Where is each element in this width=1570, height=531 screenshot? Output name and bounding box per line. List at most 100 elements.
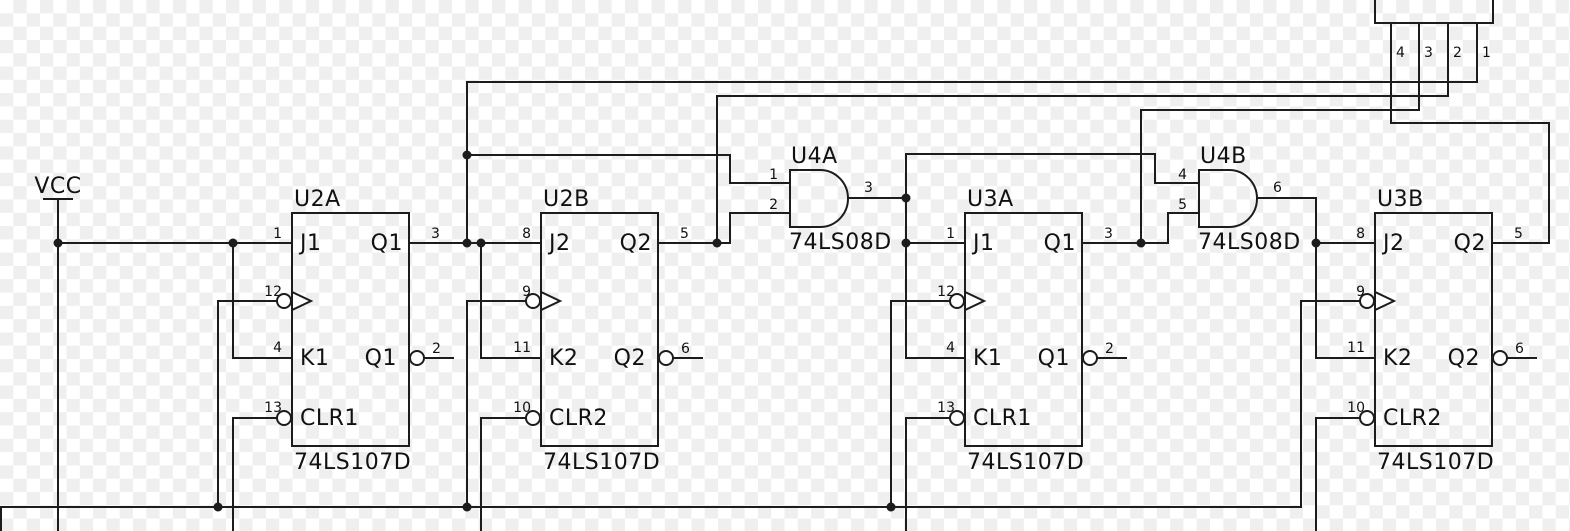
junction-dot (53, 238, 63, 248)
pin-number-q: 3 (431, 226, 440, 242)
vcc-label: VCC (34, 174, 81, 199)
refdes-label: U4A (791, 144, 838, 169)
flipflop-body-u3b (1374, 212, 1493, 447)
junction-dot (901, 238, 911, 248)
junction-dot (213, 502, 223, 512)
junction-dot (1136, 238, 1146, 248)
flipflop-u2b: U2B 74LS107D J2 Q2 K2 Q2 CLR2 8 9 11 10 … (513, 187, 690, 475)
wire-q1-u2a-to-connector-pin1 (466, 22, 1478, 244)
part-label: 74LS08D (1198, 230, 1301, 255)
part-label: 74LS08D (789, 230, 892, 255)
qbar-bubble-icon (1082, 350, 1098, 366)
pin-number-j: 8 (522, 226, 531, 242)
wire-u2a-clr (232, 417, 278, 531)
clock-edge-icon (964, 290, 987, 312)
pin-label-k: K1 (973, 346, 1002, 371)
part-label: 74LS107D (294, 450, 411, 475)
pin-label-qbar: Q2 (1448, 346, 1480, 371)
junction-dot (712, 238, 722, 248)
clock-bubble-icon (1359, 293, 1375, 309)
flipflop-u3b: U3B 74LS107D J2 Q2 K2 Q2 CLR2 8 9 11 10 … (1347, 187, 1524, 475)
pin-number-clr: 10 (1347, 400, 1365, 416)
pin-number-clk: 9 (1356, 284, 1365, 300)
pin-number-q: 3 (1104, 226, 1113, 242)
refdes-label: U2A (294, 187, 341, 212)
refdes-label: U3A (967, 187, 1014, 212)
pin-label-q: Q2 (620, 231, 652, 256)
connector-pin-number: 4 (1396, 45, 1405, 61)
clr-bubble-icon (949, 410, 965, 426)
pin-label-j: J1 (971, 231, 995, 256)
pin-number-in1: 1 (769, 167, 778, 183)
pin-label-j: J1 (298, 231, 322, 256)
refdes-label: U4B (1200, 144, 1247, 169)
junction-dot (462, 502, 472, 512)
clock-edge-icon (1374, 290, 1397, 312)
qbar-bubble-icon (658, 350, 674, 366)
pin-label-q: Q1 (1044, 231, 1076, 256)
wire-u3a-clr (905, 417, 951, 531)
connector-pin-number: 1 (1482, 45, 1491, 61)
pin-label-clr: CLR2 (1383, 406, 1442, 431)
connector-body (1374, 0, 1494, 24)
pin-number-k: 4 (946, 340, 955, 356)
wire-q1-u3a-to-connector-pin3 (1140, 22, 1420, 244)
clock-edge-icon (540, 290, 563, 312)
part-label: 74LS107D (967, 450, 1084, 475)
wire-q2-u2b-to-u4a-in2 (657, 212, 791, 244)
clock-bubble-icon (949, 293, 965, 309)
clock-bubble-icon (525, 293, 541, 309)
wire-u3a-clock (890, 300, 951, 508)
component-bodies (276, 0, 1508, 447)
pin-number-j: 1 (946, 226, 955, 242)
pin-number-clr: 13 (937, 400, 955, 416)
flipflop-u3a: U3A 74LS107D J1 Q1 K1 Q1 CLR1 1 12 4 13 … (937, 187, 1114, 475)
pin-number-in2: 2 (769, 197, 778, 213)
clock-bubble-icon (276, 293, 292, 309)
pin-number-in1: 4 (1178, 167, 1187, 183)
pin-label-j: J2 (547, 231, 571, 256)
junction-dot (1311, 238, 1321, 248)
flipflop-body-u2b (540, 212, 659, 447)
gate-u4b: U4B 74LS08D 4 5 6 (1178, 144, 1301, 255)
clock-edge-icon (291, 290, 314, 312)
junction-dot (901, 193, 911, 203)
qbar-bubble-icon (1492, 350, 1508, 366)
pin-label-clr: CLR2 (549, 406, 608, 431)
wire-u2b-k2-tie (480, 242, 542, 359)
pin-label-q: Q2 (1454, 231, 1486, 256)
part-label: 74LS107D (543, 450, 660, 475)
junction-dot (228, 238, 238, 248)
wire-q1-u3a-to-u4b-in5 (1167, 212, 1200, 244)
pin-label-qbar: Q2 (614, 346, 646, 371)
pin-number-qbar: 6 (1515, 341, 1524, 357)
pin-label-qbar: Q1 (365, 346, 397, 371)
pin-number-k: 11 (1347, 340, 1365, 356)
refdes-label: U3B (1377, 187, 1424, 212)
pin-number-clk: 12 (937, 284, 955, 300)
wire-u2b-clr (480, 417, 527, 531)
clr-bubble-icon (1359, 410, 1375, 426)
pin-number-j: 8 (1356, 226, 1365, 242)
wire-u2a-clock (217, 300, 278, 508)
pin-number-clr: 13 (264, 400, 282, 416)
junction-dot (462, 238, 472, 248)
connector-pin-number: 2 (1453, 45, 1462, 61)
pin-label-qbar: Q1 (1038, 346, 1070, 371)
wire-u3b-clr (1315, 417, 1361, 531)
pin-label-k: K1 (300, 346, 329, 371)
junction-dots (53, 150, 1321, 512)
wire-clock-rail (0, 300, 1361, 531)
refdes-label: U2B (543, 187, 590, 212)
connector-pins: 4 3 2 1 (1396, 45, 1491, 61)
pin-number-clr: 10 (513, 400, 531, 416)
pin-number-qbar: 2 (1105, 341, 1114, 357)
qbar-bubble-icon (409, 350, 425, 366)
clr-bubble-icon (525, 410, 541, 426)
gate-u4a: U4A 74LS08D 1 2 3 (769, 144, 892, 255)
part-label: 74LS107D (1377, 450, 1494, 475)
pin-label-q: Q1 (371, 231, 403, 256)
pin-label-clr: CLR1 (973, 406, 1032, 431)
